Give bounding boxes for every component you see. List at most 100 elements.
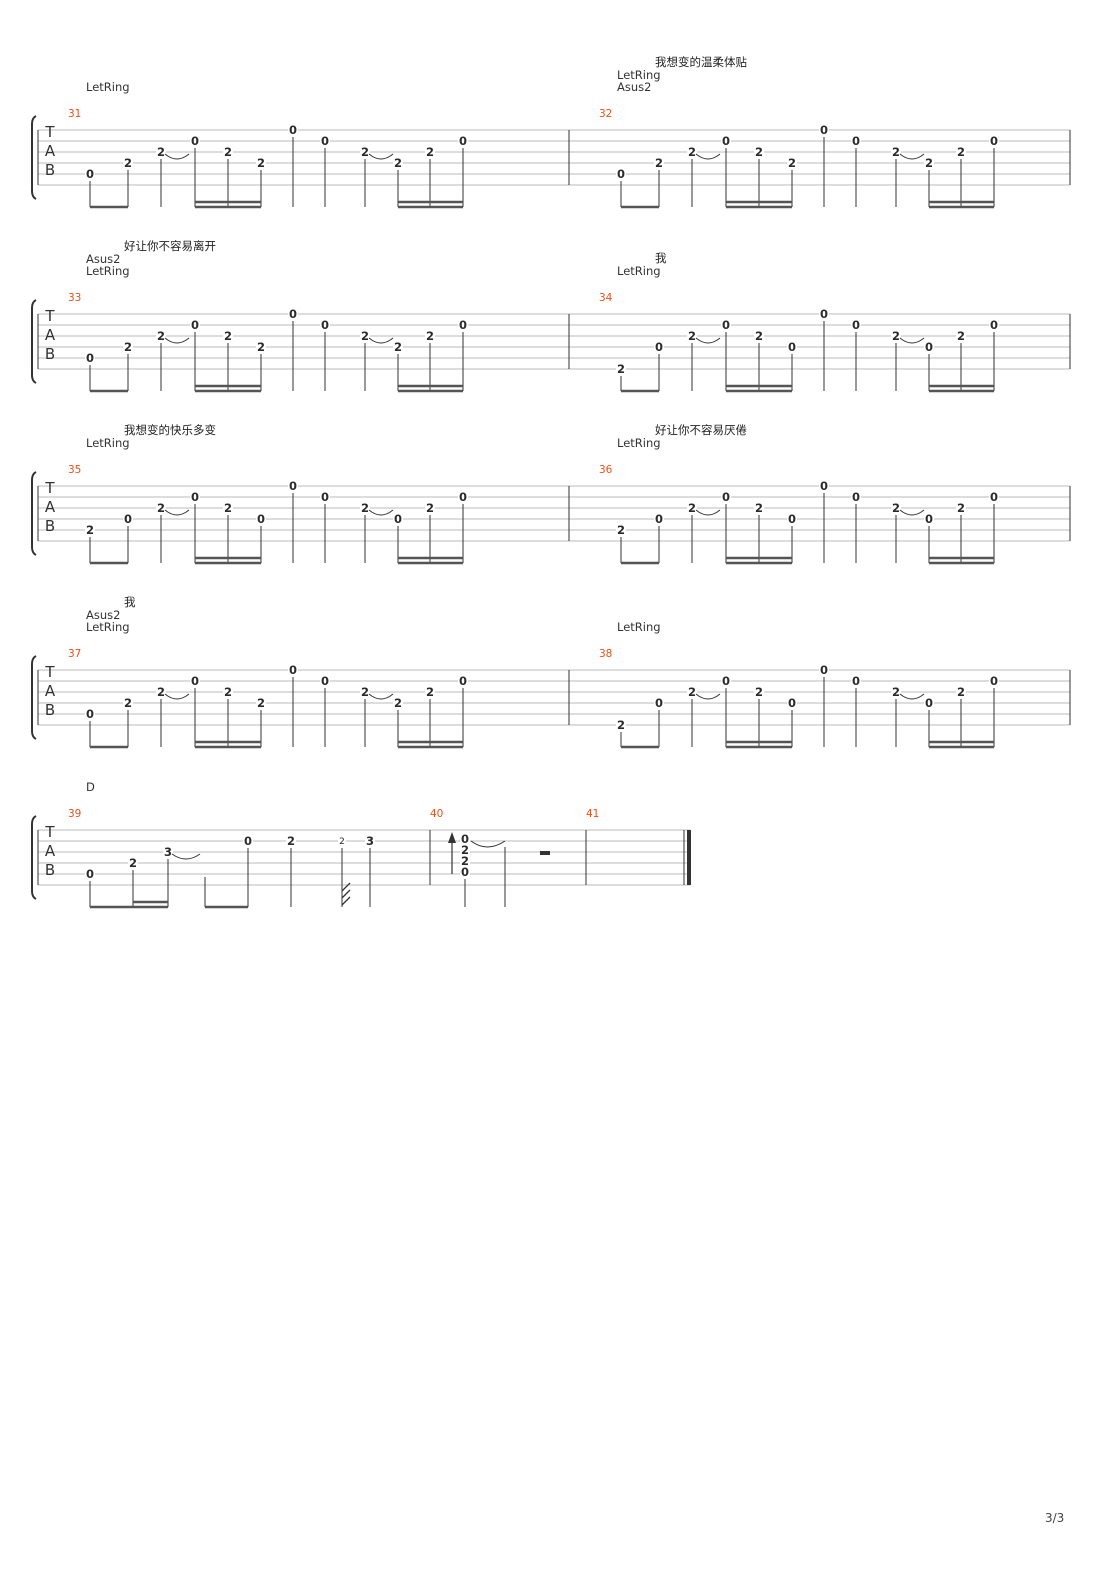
annotation-text: Asus2 xyxy=(617,80,651,94)
fret-bg xyxy=(687,686,697,698)
fret-number: 0 xyxy=(191,318,199,332)
fret-bg xyxy=(286,835,296,847)
fret-number: 0 xyxy=(820,307,828,321)
fret-bg xyxy=(123,513,133,525)
fret-bg xyxy=(754,686,764,698)
fret-bg xyxy=(123,697,133,709)
fret-number: 2 xyxy=(892,329,900,343)
measure-number: 37 xyxy=(68,648,81,660)
fret-number: 2 xyxy=(157,501,165,515)
tie-arc xyxy=(899,693,925,700)
fret-bg xyxy=(128,857,138,869)
tab-clef-letter: B xyxy=(45,161,55,179)
fret-number: 0 xyxy=(289,479,297,493)
fret-bg xyxy=(851,491,861,503)
fret-bg xyxy=(891,502,901,514)
fret-bg xyxy=(256,513,266,525)
fret-number: 2 xyxy=(287,834,295,848)
tab-clef-letter: T xyxy=(44,123,55,141)
fret-number: 0 xyxy=(289,307,297,321)
fret-bg xyxy=(425,686,435,698)
fret-bg xyxy=(460,834,470,844)
fret-number: 0 xyxy=(459,674,467,688)
fret-number: 0 xyxy=(990,318,998,332)
fret-bg xyxy=(989,135,999,147)
fret-number: 2 xyxy=(957,329,965,343)
fret-number: 0 xyxy=(321,134,329,148)
fret-bg xyxy=(851,135,861,147)
grace-flag xyxy=(341,882,351,892)
annotation-text: D xyxy=(86,780,95,794)
fret-bg xyxy=(924,157,934,169)
tie-arc xyxy=(695,337,721,344)
fret-number: 2 xyxy=(124,696,132,710)
fret-number: 0 xyxy=(852,318,860,332)
measure-number: 40 xyxy=(430,808,443,820)
fret-number: 0 xyxy=(459,134,467,148)
fret-bg xyxy=(819,124,829,136)
fret-number: 2 xyxy=(426,145,434,159)
fret-number: 2 xyxy=(688,685,696,699)
fret-bg xyxy=(223,686,233,698)
tie-arc xyxy=(368,693,394,700)
fret-number: 0 xyxy=(722,134,730,148)
measure-number: 36 xyxy=(599,464,613,476)
annotation-text: LetRing xyxy=(617,436,661,450)
chord-fret-number: 2 xyxy=(461,854,469,868)
fret-number: 2 xyxy=(361,145,369,159)
fret-bg xyxy=(85,708,95,720)
fret-number: 2 xyxy=(755,501,763,515)
grace-flag xyxy=(341,896,351,906)
tie-arc xyxy=(695,509,721,516)
fret-bg xyxy=(754,502,764,514)
tab-clef-letter: T xyxy=(44,663,55,681)
tab-clef-letter: A xyxy=(45,326,56,344)
fret-bg xyxy=(851,675,861,687)
measure-number: 32 xyxy=(599,108,612,120)
fret-number: 2 xyxy=(755,685,763,699)
fret-number: 0 xyxy=(86,167,94,181)
fret-bg xyxy=(123,341,133,353)
grace-fret-number: 2 xyxy=(339,837,345,847)
fret-number: 0 xyxy=(257,512,265,526)
fret-bg xyxy=(393,697,403,709)
fret-number: 0 xyxy=(788,512,796,526)
fret-number: 0 xyxy=(788,340,796,354)
chord-fret-number: 0 xyxy=(461,832,469,846)
fret-number: 0 xyxy=(124,512,132,526)
fret-bg xyxy=(819,480,829,492)
fret-bg xyxy=(956,330,966,342)
fret-bg xyxy=(360,330,370,342)
annotation-text: LetRing xyxy=(86,620,130,634)
fret-bg xyxy=(460,845,470,855)
fret-number: 0 xyxy=(990,490,998,504)
fret-number: 0 xyxy=(820,123,828,137)
annotation-text: LetRing xyxy=(617,264,661,278)
fret-bg xyxy=(156,502,166,514)
fret-number: 2 xyxy=(224,329,232,343)
fret-bg xyxy=(721,491,731,503)
fret-bg xyxy=(616,524,626,536)
fret-number: 2 xyxy=(957,145,965,159)
fret-number: 2 xyxy=(224,685,232,699)
tab-clef-letter: B xyxy=(45,701,55,719)
fret-bg xyxy=(458,135,468,147)
fret-bg xyxy=(156,330,166,342)
measure-number: 35 xyxy=(68,464,81,476)
fret-number: 0 xyxy=(655,696,663,710)
system-bracket xyxy=(31,115,37,200)
fret-number: 0 xyxy=(617,167,625,181)
fret-number: 2 xyxy=(394,696,402,710)
fret-number: 2 xyxy=(892,685,900,699)
fret-bg xyxy=(360,502,370,514)
fret-bg xyxy=(754,146,764,158)
fret-bg xyxy=(338,836,346,846)
fret-bg xyxy=(425,146,435,158)
fret-bg xyxy=(956,686,966,698)
fret-number: 0 xyxy=(655,340,663,354)
fret-number: 2 xyxy=(755,145,763,159)
fret-number: 2 xyxy=(224,145,232,159)
annotation-text: LetRing xyxy=(86,80,130,94)
